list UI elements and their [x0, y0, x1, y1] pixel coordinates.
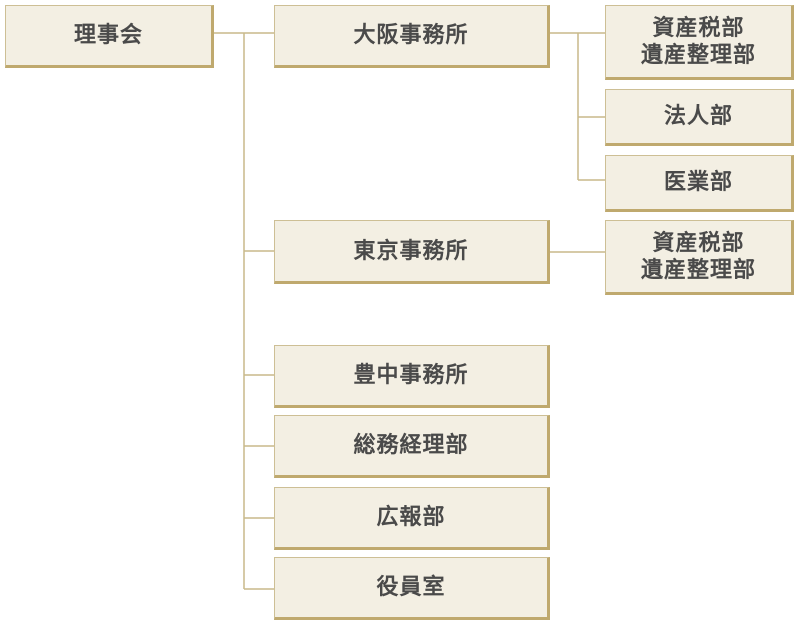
toyonaka-office-box: 豊中事務所 — [274, 345, 550, 408]
osaka-medical-label: 医業部 — [663, 169, 733, 195]
tokyo-asset-tax-estate-label: 資産税部 遺産整理部 — [640, 229, 756, 283]
osaka-corporate-box: 法人部 — [605, 89, 794, 146]
board-box: 理事会 — [5, 5, 214, 68]
tokyo-office-box: 東京事務所 — [274, 220, 550, 284]
board-label: 理事会 — [73, 22, 143, 48]
osaka-corporate-label: 法人部 — [663, 103, 733, 129]
tokyo-asset-tax-estate-box: 資産税部 遺産整理部 — [605, 220, 794, 295]
executive-office-label: 役員室 — [376, 574, 446, 600]
public-relations-box: 広報部 — [274, 487, 550, 550]
toyonaka-office-label: 豊中事務所 — [353, 362, 469, 388]
osaka-medical-box: 医業部 — [605, 155, 794, 212]
osaka-asset-tax-estate-box: 資産税部 遺産整理部 — [605, 5, 794, 80]
public-relations-label: 広報部 — [376, 504, 446, 530]
tokyo-office-label: 東京事務所 — [353, 237, 469, 264]
osaka-office-label: 大阪事務所 — [353, 22, 469, 48]
general-affairs-box: 総務経理部 — [274, 415, 550, 478]
osaka-asset-tax-estate-label: 資産税部 遺産整理部 — [640, 14, 756, 68]
general-affairs-label: 総務経理部 — [353, 432, 469, 458]
osaka-office-box: 大阪事務所 — [274, 5, 550, 68]
executive-office-box: 役員室 — [274, 557, 550, 620]
